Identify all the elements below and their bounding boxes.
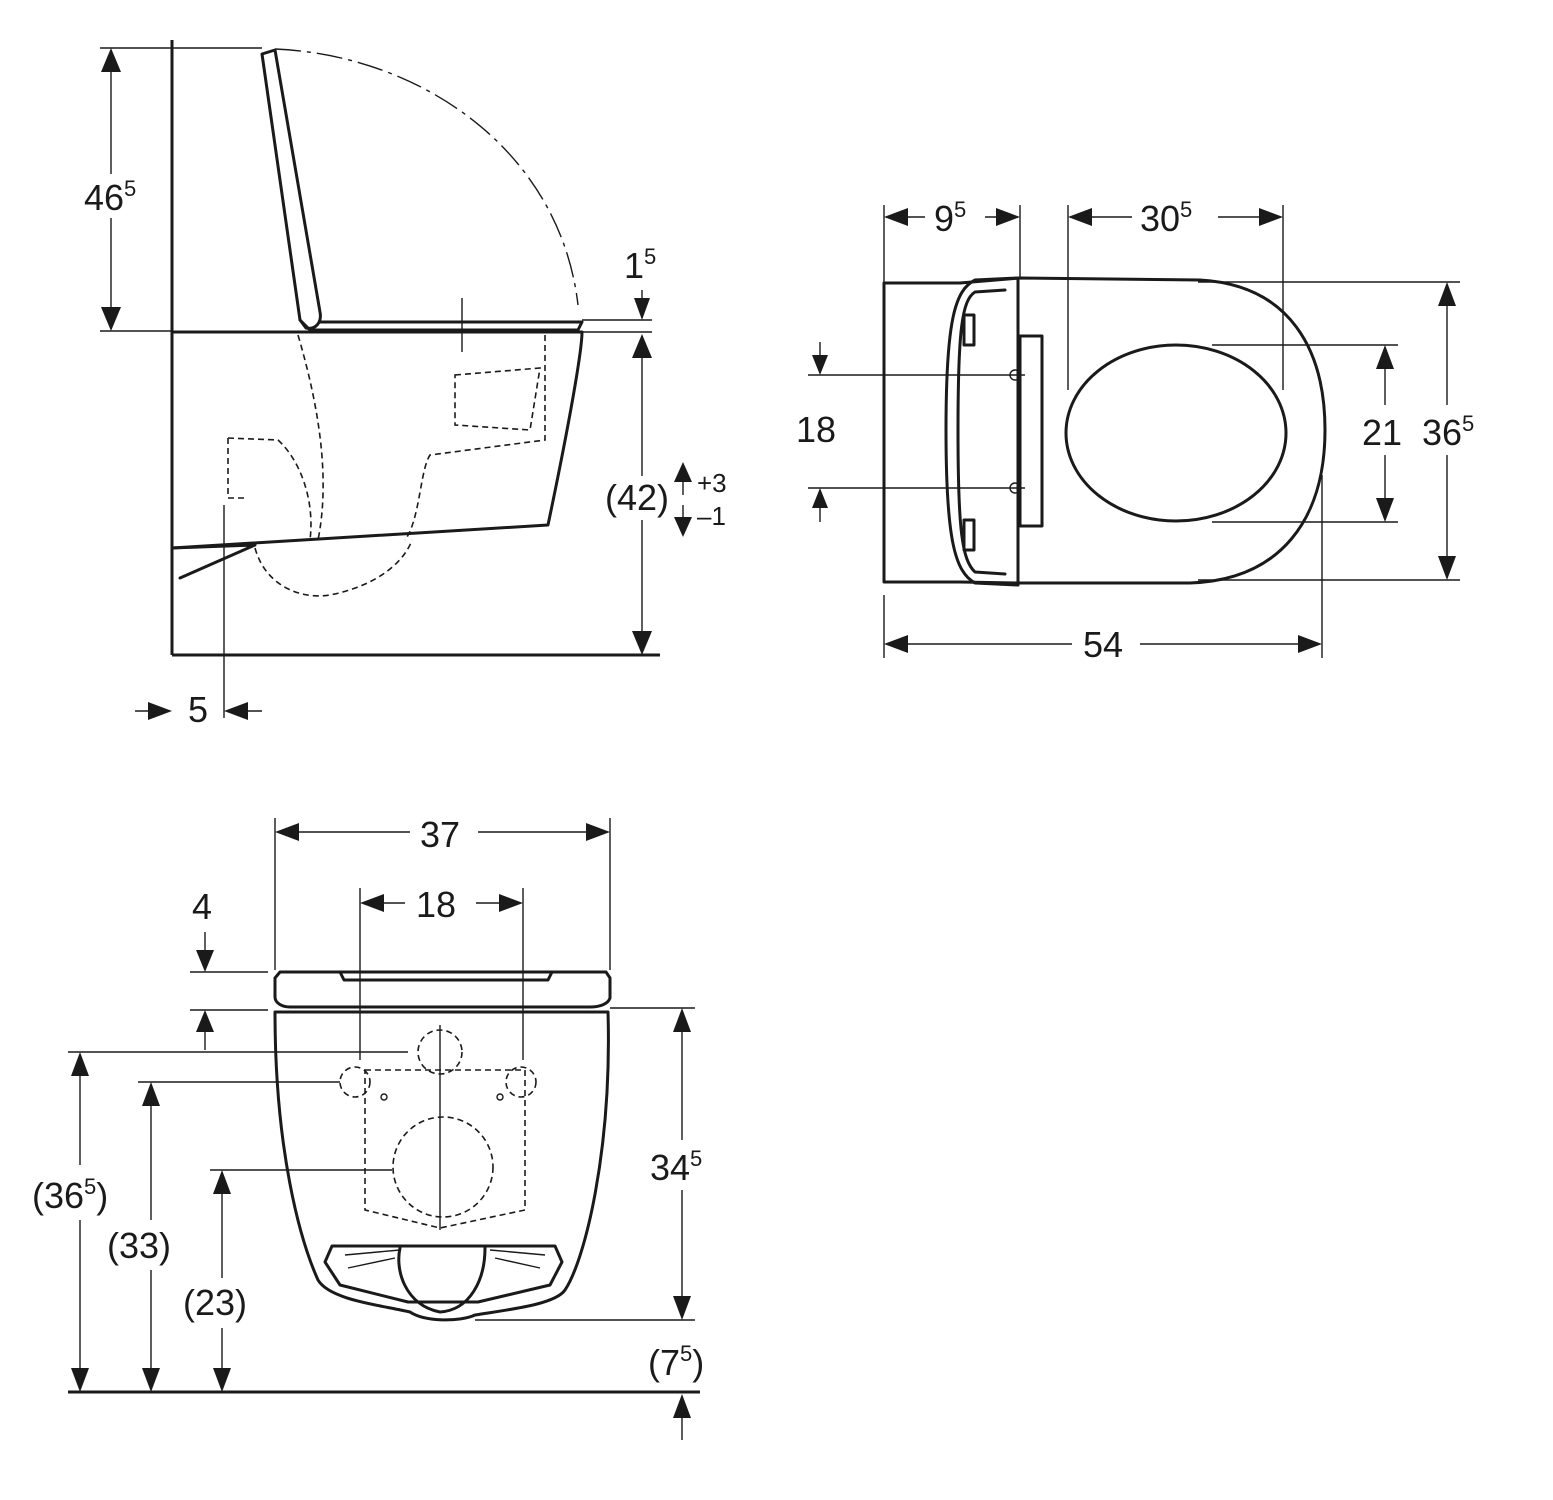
- top-seat-hinge: [944, 276, 1020, 587]
- dim-7-5-arrow: [673, 1394, 691, 1418]
- top-bolt-2-icon: [1009, 482, 1021, 494]
- dim-7-5-label: (75): [648, 1341, 704, 1383]
- dim-30-5-arrow-right: [1259, 208, 1283, 226]
- dim-1-5-arrow: [634, 298, 650, 320]
- dim-37-arrow-right: [586, 823, 610, 841]
- dim-4-arrow-top: [196, 950, 214, 972]
- dim-rear-36-5-label: (365): [32, 1174, 108, 1216]
- dim-30-5-label: 305: [1140, 197, 1192, 239]
- side-seat: [298, 318, 584, 332]
- side-bowl-base: [170, 543, 257, 580]
- top-wall-block: [882, 281, 962, 584]
- rear-bolt-left-dot: [380, 1093, 388, 1101]
- side-hidden-inlet: [297, 334, 546, 541]
- rear-foot-inner: [397, 1246, 487, 1314]
- top-seat-hinge-inner: [956, 288, 1007, 576]
- tol-minus-label: –1: [697, 501, 726, 531]
- side-hidden-trap: [227, 437, 312, 541]
- rear-bolt-left-icon: [339, 1066, 371, 1098]
- rear-outlet-circle: [392, 1116, 494, 1218]
- dim-21-label: 21: [1362, 412, 1402, 453]
- dim-46-5-gap: [80, 174, 142, 218]
- dim-rear-36-5-arrow-top: [71, 1052, 89, 1076]
- rear-seat-top-rim: [338, 970, 554, 982]
- rear-seat: [273, 970, 612, 1009]
- side-lid-swing-arc: [274, 48, 579, 306]
- dim-54-arrow-right: [1298, 635, 1322, 653]
- dim-top-36-5-label: 365: [1422, 411, 1474, 453]
- top-hinge-pad-1: [962, 313, 976, 347]
- dim-30-5-arrow-left: [1068, 208, 1092, 226]
- rear-foot-outer: [323, 1244, 564, 1304]
- dim-5-arrow-left: [148, 702, 172, 720]
- rear-bolt-right-dot: [496, 1093, 504, 1101]
- dim-42-arrow-bottom: [632, 631, 652, 655]
- dim-46-5-arrow-top: [101, 48, 121, 72]
- dim-21-arrow-top: [1376, 345, 1394, 369]
- dim-top-36-5-arrow-top: [1438, 282, 1456, 306]
- top-view: 18 95 305 21 365: [796, 197, 1474, 665]
- rear-view: 37 18 4 345 (75) (365): [32, 814, 704, 1440]
- side-raised-lid: [260, 48, 322, 330]
- top-bowl-outline: [958, 276, 1327, 585]
- dim-21-arrow-bottom: [1376, 498, 1394, 522]
- dim-4-arrow-bottom: [196, 1010, 214, 1032]
- rear-bolt-right-icon: [505, 1066, 537, 1098]
- tol-arrow-up: [674, 462, 692, 482]
- dim-9-5-label: 95: [934, 197, 966, 239]
- dim-34-5-arrow-bottom: [673, 1296, 691, 1320]
- dim-33-arrow-top: [142, 1082, 160, 1106]
- side-bowl-body: [170, 330, 584, 550]
- top-seat-opening: [1064, 343, 1288, 523]
- dim-9-5-arrow-left: [884, 208, 908, 226]
- dim-rear-18-label: 18: [416, 884, 456, 925]
- top-hinge-pad-2: [962, 518, 976, 552]
- dim-rear-18-arrow-left: [360, 894, 384, 912]
- dim-5-label: 5: [188, 689, 208, 730]
- dim-37-label: 37: [420, 814, 460, 855]
- top-bolt-1-icon: [1009, 369, 1021, 381]
- top-cistern-plate: [1018, 334, 1044, 528]
- dim-37-arrow-left: [275, 823, 299, 841]
- dim-9-5-arrow-right: [996, 208, 1020, 226]
- dim-42-label: (42): [605, 477, 669, 518]
- side-view: 465 15 (42) +3 –1 5: [80, 40, 727, 730]
- tol-arrow-down: [674, 517, 692, 537]
- dim-46-5-arrow-bottom: [101, 307, 121, 331]
- dim-top-18-label: 18: [796, 409, 836, 450]
- dim-5-arrow-right: [224, 702, 248, 720]
- dim-top-18-arrow-bottom: [812, 488, 828, 508]
- dim-4-label: 4: [192, 886, 212, 927]
- dim-23-arrow-bottom: [213, 1368, 231, 1392]
- side-hidden-outlet: [227, 438, 413, 597]
- dim-42-gap: [604, 476, 668, 520]
- dim-34-5-label: 345: [650, 1146, 702, 1188]
- dim-top-18-arrow-top: [812, 355, 828, 375]
- dim-rear-18-arrow-right: [499, 894, 523, 912]
- rear-bowl-body: [273, 1010, 610, 1322]
- dim-54-arrow-left: [884, 635, 908, 653]
- dim-rear-36-5-arrow-bottom: [71, 1368, 89, 1392]
- dim-23-label: (23): [183, 1282, 247, 1323]
- dim-23-arrow-top: [213, 1170, 231, 1194]
- tol-plus-label: +3: [697, 468, 727, 498]
- side-hidden-flush: [454, 367, 541, 431]
- rear-hidden-mount: [364, 1069, 526, 1229]
- dim-33-label: (33): [107, 1225, 171, 1266]
- dim-33-arrow-bottom: [142, 1368, 160, 1392]
- dim-54-label: 54: [1083, 624, 1123, 665]
- dim-42-arrow-top: [632, 334, 652, 358]
- rear-foot-shading: [344, 1249, 546, 1269]
- dim-34-5-arrow-top: [673, 1008, 691, 1032]
- dim-top-36-5-arrow-bottom: [1438, 556, 1456, 580]
- dim-46-5-label: 465: [84, 176, 136, 218]
- dim-1-5-label: 15: [624, 244, 656, 286]
